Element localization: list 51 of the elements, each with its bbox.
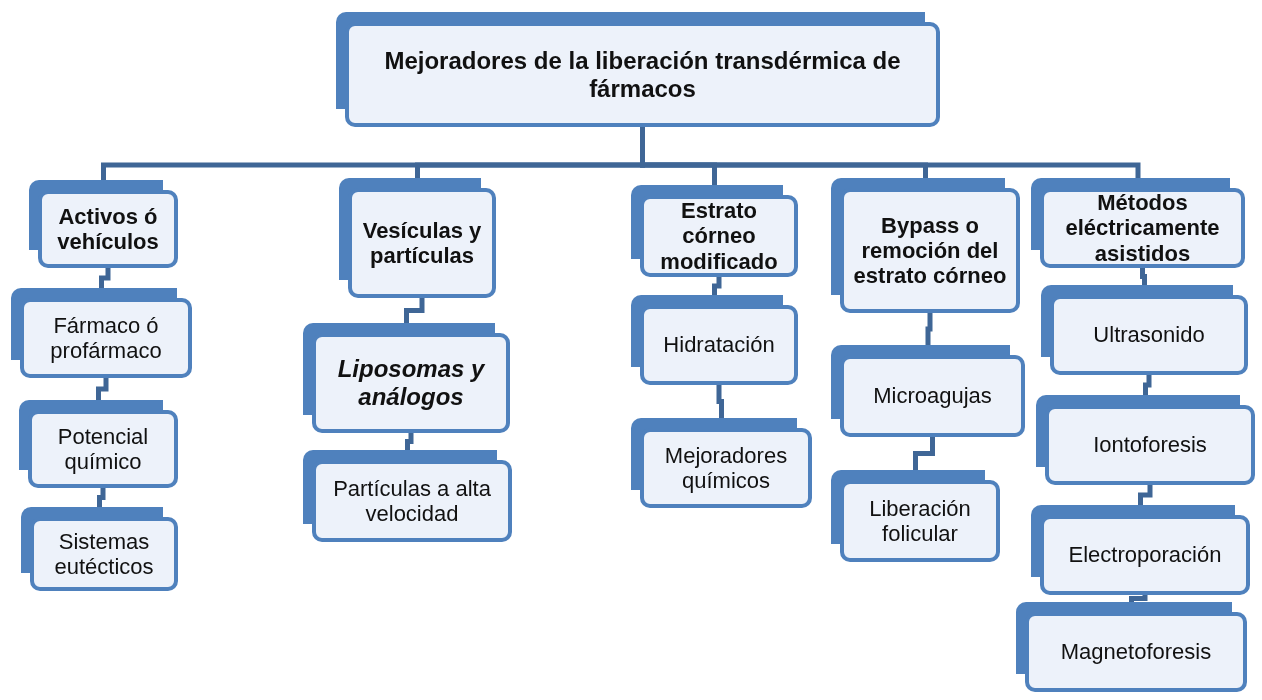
node-label: Bypass o remoción del estrato córneo [852,212,1008,289]
node-label: Iontoforesis [1093,432,1207,458]
node-box [631,418,812,508]
node-label: Ultrasonido [1093,322,1205,348]
connector-line [96,378,109,400]
connector-line [925,313,933,345]
node-box [336,12,940,127]
node-box [831,470,1000,562]
title-text: Mejoradores de la liberación transdérmica de fármacos [383,46,902,103]
node-box [19,400,178,488]
node-label: Hidratación [663,332,775,358]
node-label: Liberación folicular [868,495,972,547]
node-box [831,178,1020,313]
node-label: Microagujas [873,383,992,409]
node-box [29,180,178,268]
connector-line [1129,595,1148,602]
connector-line [99,268,111,288]
node-box [631,185,798,277]
node-box [303,450,512,542]
node-box [303,323,510,433]
node-box [831,345,1025,437]
connector-line [716,385,724,418]
connector-line [1143,375,1152,395]
node-label: Métodos eléctricamente asistidos [1064,190,1221,266]
node-box [1036,395,1255,485]
connector-line [97,488,106,507]
node-box [21,507,178,591]
node-box [1016,602,1247,692]
node-label: Potencial químico [56,423,150,475]
node-box [11,288,192,378]
connector-line [712,277,722,295]
node-label: Sistemas eutécticos [53,528,155,580]
node-box [1041,285,1248,375]
connector-line [404,298,425,323]
node-label: Activos ó vehículos [56,203,160,255]
connector-line [913,437,935,470]
node-label: Magnetoforesis [1060,639,1212,665]
node-label: Vesículas y partículas [361,217,483,269]
node-label: Liposomas y análogos [336,355,486,411]
node-box [339,178,496,298]
node-box [1031,505,1250,595]
node-box [1031,178,1245,268]
connector-line [405,433,414,450]
node-label: Electroporación [1068,542,1222,568]
node-label: Estrato córneo modificado [659,198,779,274]
node-label: Partículas a alta velocidad [332,475,492,527]
node-label: Mejoradores químicos [663,442,789,494]
connector-line [1138,485,1153,505]
node-box [631,295,798,385]
connector-line [1140,268,1147,285]
node-label: Fármaco ó profármaco [49,312,163,364]
